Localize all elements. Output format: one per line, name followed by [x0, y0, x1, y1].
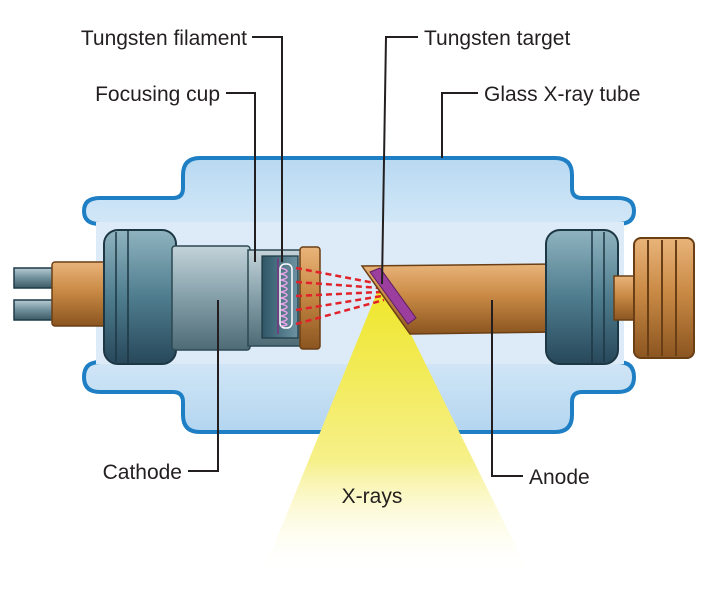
cathode-seal [103, 229, 177, 365]
xray-beam [262, 290, 530, 575]
leader-cathode [188, 300, 219, 472]
connector-pin-upper [13, 267, 57, 289]
connector-pin-lower [13, 299, 57, 321]
leader-anode [491, 300, 523, 477]
cathode-copper-stem [51, 261, 111, 327]
label-tungsten-filament: Tungsten filament [81, 27, 247, 50]
focusing-cup-rim [299, 246, 321, 350]
label-cathode: Cathode [103, 461, 182, 484]
label-anode: Anode [529, 466, 590, 489]
anode-heat-sink [633, 237, 695, 359]
leader-focusing-cup [226, 92, 256, 262]
leader-tungsten-filament [252, 36, 283, 262]
label-glass-tube: Glass X-ray tube [484, 83, 640, 106]
tungsten-filament [277, 258, 293, 334]
leader-glass-tube [441, 92, 478, 158]
electron-beams [295, 266, 385, 326]
leader-tungsten-target [381, 36, 418, 285]
label-tungsten-target: Tungsten target [424, 27, 570, 50]
anode-seal [545, 229, 619, 365]
cathode-body [171, 245, 251, 351]
label-focusing-cup: Focusing cup [95, 83, 220, 106]
label-xrays: X-rays [342, 485, 403, 508]
